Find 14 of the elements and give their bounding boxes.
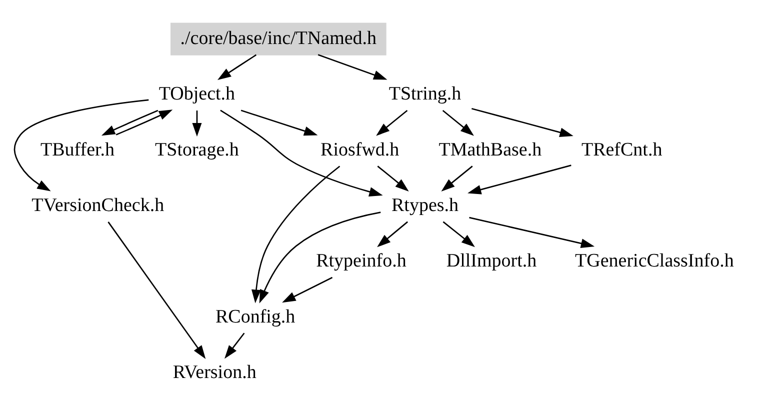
node-text: TStorage.h bbox=[155, 138, 239, 160]
node-text: TGenericClassInfo.h bbox=[575, 250, 734, 272]
node-text: RVersion.h bbox=[172, 361, 256, 382]
node-text: Rtypeinfo.h bbox=[316, 250, 406, 272]
node-text: TString.h bbox=[388, 83, 462, 104]
node-text: RConfig.h bbox=[216, 306, 296, 327]
node-text: TMathBase.h bbox=[438, 138, 542, 160]
node-text: Rtypes.h bbox=[392, 194, 459, 216]
node-text: DllImport.h bbox=[446, 250, 537, 272]
node-text: Riosfwd.h bbox=[320, 138, 400, 160]
node-text: TBuffer.h bbox=[40, 138, 115, 160]
node-text: TRefCnt.h bbox=[581, 138, 662, 160]
node-text: TVersionCheck.h bbox=[32, 194, 164, 216]
node-text: TObject.h bbox=[158, 83, 236, 104]
